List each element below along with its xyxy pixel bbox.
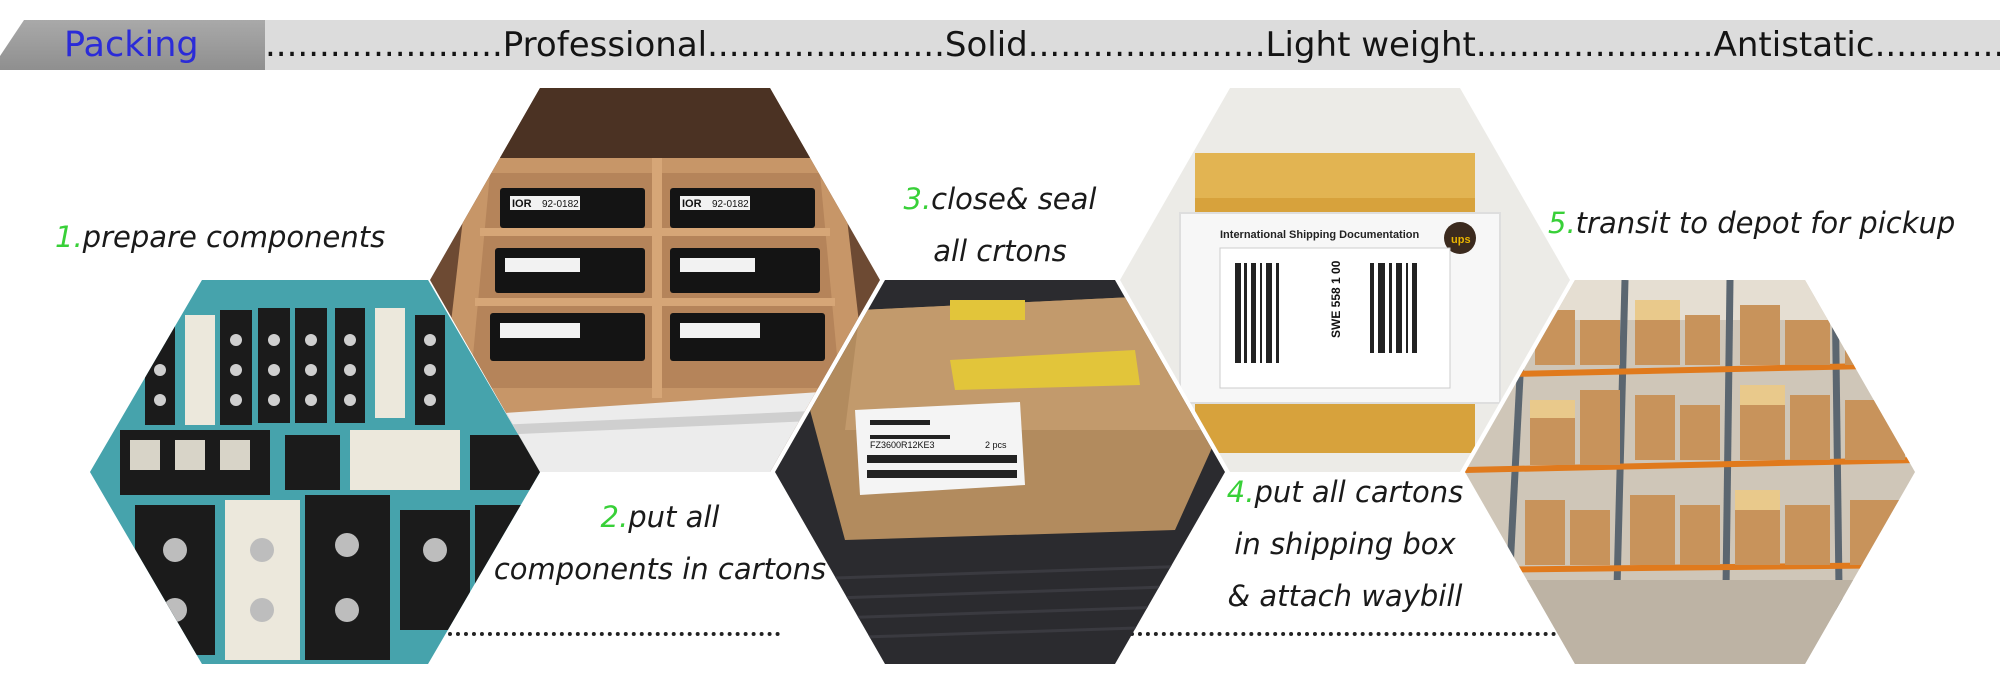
tracking-code: SWE 558 1 00 xyxy=(1329,260,1343,338)
step-4-line-3: & attach waybill xyxy=(1227,579,1463,613)
shipping-document-photo: International Shipping Documentation ups… xyxy=(1120,88,1570,472)
carton-modules-photo: IOR 92-0182 IOR 92-0182 xyxy=(430,88,880,472)
module-code: 92-0182 xyxy=(712,199,749,210)
step-2-number: 2. xyxy=(600,500,629,534)
packing-tab-label: Packing xyxy=(64,25,199,65)
header-banner: Packing ......................Profession… xyxy=(0,20,2000,70)
sealed-carton-photo: 2 pcs FZ3600R12KE3 xyxy=(775,280,1225,664)
step-2-line-1: put all xyxy=(628,500,720,534)
separator-dots: ...................... xyxy=(1027,25,1266,65)
step-1-number: 1. xyxy=(55,220,83,254)
step-1-caption: 1.prepare components xyxy=(55,220,385,254)
separator-dots: ...................... xyxy=(707,25,945,65)
components-photo xyxy=(90,280,540,664)
box-label-code: FZ3600R12KE3 xyxy=(870,440,935,450)
step-5-text: transit to depot for pickup xyxy=(1575,206,1956,240)
warehouse-photo xyxy=(1465,280,1915,664)
module-code: IOR xyxy=(512,198,532,210)
step-3-line-1: close& seal xyxy=(931,182,1097,216)
feature-strip: ......................Professional......… xyxy=(265,20,2000,70)
step-3-line-2: all crtons xyxy=(933,234,1067,268)
module-code: IOR xyxy=(682,198,702,210)
feature-professional: Professional xyxy=(502,25,708,65)
step-4-line-1: put all cartons xyxy=(1254,475,1464,509)
step-4-caption: 4.put all cartons in shipping box & atta… xyxy=(1185,475,1505,613)
feature-light-weight: Light weight xyxy=(1265,25,1476,65)
step-4-line-2: in shipping box xyxy=(1234,527,1456,561)
separator-dots: ...................... xyxy=(265,25,503,65)
feature-antistatic: Antistatic xyxy=(1713,25,1875,65)
step-4-number: 4. xyxy=(1226,475,1255,509)
step-1-text: prepare components xyxy=(82,220,386,254)
separator-dots: ...................... xyxy=(1874,25,2000,65)
dotted-connector xyxy=(440,632,780,636)
packing-tab xyxy=(0,20,265,70)
module-code: 92-0182 xyxy=(542,199,579,210)
feature-solid: Solid xyxy=(944,25,1028,65)
box-label-pcs: 2 pcs xyxy=(985,440,1007,450)
step-2-caption: 2.put all components in cartons xyxy=(480,500,840,586)
step-3-number: 3. xyxy=(903,182,932,216)
step-5-number: 5. xyxy=(1548,206,1576,240)
ups-logo: ups xyxy=(1451,234,1471,246)
shipping-doc-title: International Shipping Documentation xyxy=(1220,229,1420,241)
separator-dots: ...................... xyxy=(1475,25,1714,65)
step-2-line-2: components in cartons xyxy=(493,552,827,586)
step-3-caption: 3.close& seal all crtons xyxy=(840,182,1160,268)
dotted-connector xyxy=(1130,632,1580,636)
step-5-caption: 5.transit to depot for pickup xyxy=(1548,206,1955,240)
